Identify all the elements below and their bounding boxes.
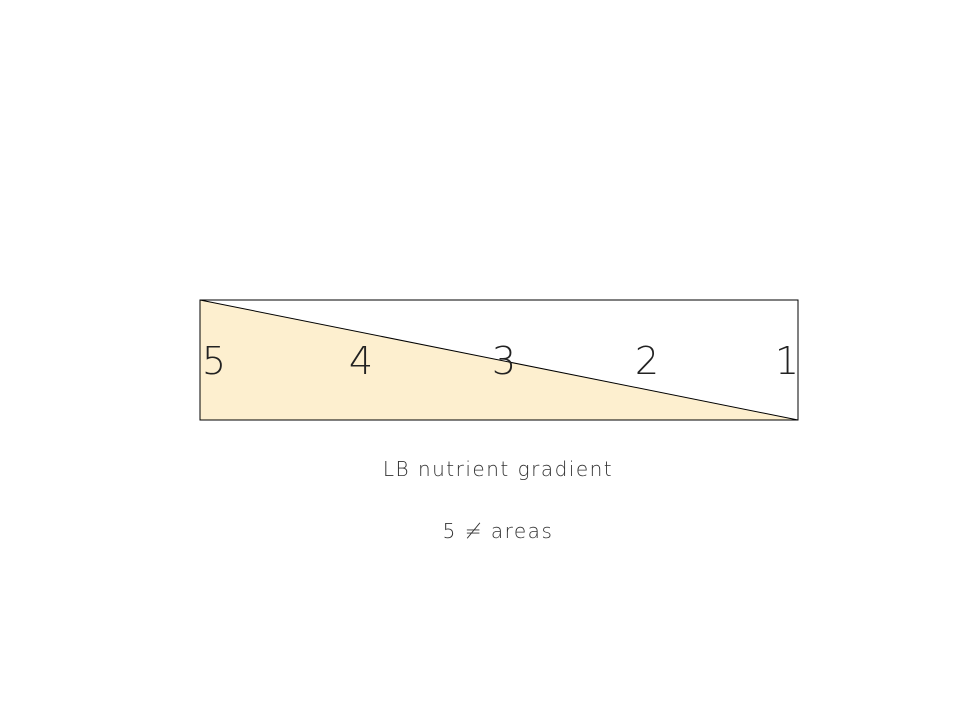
area-label-4: 4 <box>349 339 373 383</box>
gradient-frame <box>199 299 799 421</box>
areas-caption: 5 ≠ areas <box>442 519 554 543</box>
area-label-3: 3 <box>492 339 516 383</box>
diagram-caption: LB nutrient gradient <box>382 457 614 481</box>
area-label-1: 1 <box>775 339 799 383</box>
area-label-2: 2 <box>635 339 659 383</box>
gradient-diagonal <box>199 299 799 421</box>
area-label-5: 5 <box>202 339 226 383</box>
